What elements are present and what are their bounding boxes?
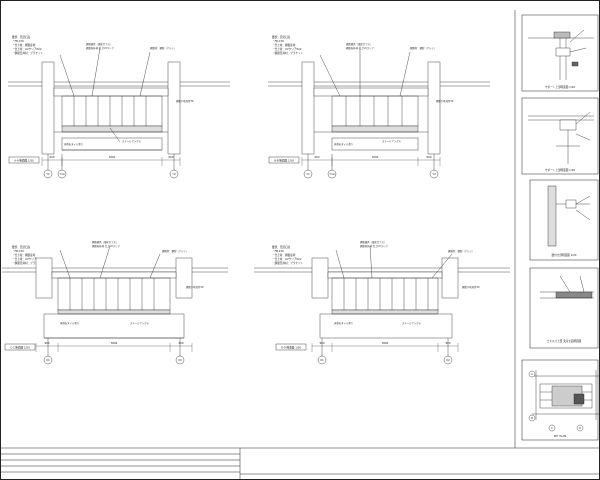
detail-caption: サポート上部断面図 1/20	[545, 85, 575, 89]
detail-panel-4: エキスパ上部 天床立面断面図	[529, 267, 599, 349]
dim-mid: 3600	[382, 341, 389, 345]
note-line: ・仕上材：UVクリアW/2	[12, 47, 42, 51]
leader-label: スチールアングル	[122, 139, 142, 143]
caption-box: B-B'断面図 1/50	[268, 156, 300, 164]
note-line: ・鋼製天井材：ブラケット	[12, 51, 44, 55]
leader-label: スチールアングル	[402, 321, 422, 325]
leader-label: 鋼製建具（強化ガラス）	[360, 240, 386, 244]
detail-caption: サポート上部断面図 1/20	[545, 168, 575, 172]
grid-label: X1	[46, 358, 50, 362]
key-plan: A B C D KEY PLAN	[521, 359, 600, 441]
leader-label: 天然石タイル張り	[60, 321, 79, 325]
key-plan-marker: B	[531, 416, 533, 420]
note-line: ・仕上材：鋼製扉枠	[272, 43, 296, 47]
elevation-caption: D-D'断面図 1/50	[281, 346, 301, 350]
caption-box: D-D'断面図 1/50	[275, 343, 307, 351]
dim-left: 600	[315, 155, 320, 159]
grid-label: X2	[178, 358, 182, 362]
grid-label: Y1a	[329, 172, 334, 176]
grid-label: Y1	[46, 172, 50, 176]
dim-right: 600	[427, 155, 432, 159]
note-line: ・FB-150	[272, 249, 284, 253]
leader-label: 鋼製天井材 仕上UVクリア	[86, 46, 115, 50]
note-line: 腰部：天然石貼	[272, 245, 291, 249]
grid-label: X1	[320, 358, 324, 362]
dim-right: 900	[179, 341, 184, 345]
note-line: ・鋼製天井材：ブラケット	[12, 261, 44, 265]
leader-label: 鋼製下地見付30	[462, 285, 480, 289]
detail-panel-3: 腰付き部断面図 1/20	[529, 179, 599, 261]
elevation-caption: A-A'断面図 1/50	[14, 159, 34, 163]
detail-panel-1: サポート上部断面図 1/20	[521, 14, 599, 92]
leader-label: スチールアングル	[382, 139, 402, 143]
detail-caption: KEY PLAN	[554, 434, 567, 438]
leader-label: 鋼製下地見付30	[436, 99, 454, 103]
dim-left: 600	[50, 155, 55, 159]
note-line: ・仕上材：鋼製扉枠	[272, 253, 296, 257]
detail-caption: エキスパ上部 天床立面断面図	[547, 339, 582, 343]
note-line: ・鋼製天井材：ブラケット	[272, 261, 304, 265]
elevation-caption: B-B'断面図 1/50	[274, 159, 294, 163]
dim-left: 900	[45, 341, 50, 345]
key-plan-marker: D	[579, 426, 581, 430]
leader-label: 鋼製建具（強化ガラス）	[86, 42, 112, 46]
note-line: ・仕上材：鋼製扉枠	[12, 43, 36, 47]
elevation-drawing-2: 腰部：天然石貼 ・FB-150 ・仕上材：鋼製扉枠 ・仕上材：UVクリアW/2 …	[268, 35, 490, 179]
grid-label: Y1	[306, 172, 310, 176]
grid-label: X2	[446, 358, 450, 362]
leader-label: 鋼製建具（強化ガラス）	[92, 240, 118, 244]
leader-label: 天然石タイル張り	[334, 142, 353, 146]
dim-right: 600	[169, 155, 174, 159]
note-line: 腰部：天然石貼	[12, 35, 31, 39]
leader-label: 鋼製建具（強化ガラス）	[346, 42, 372, 46]
leader-label: スチールアングル	[130, 321, 150, 325]
key-plan-marker: C	[551, 426, 553, 430]
elevation-drawing-3: 腰部：天然石貼 ・FB-150 ・仕上材：鋼製扉枠 ・仕上材：UVクリアW/2 …	[2, 240, 228, 365]
leader-label: 鋼製天井材 仕上UVクリア	[92, 244, 121, 248]
leader-label: 天然石タイル張り	[64, 142, 83, 146]
leader-label: 鋼製枠：鋼製（アルミ）	[448, 249, 474, 253]
leader-label: 鋼製枠：鋼製（アルミ）	[410, 46, 436, 50]
caption-box: C-C'断面図 1/50	[4, 343, 36, 351]
note-line: ・仕上材：鋼製扉枠	[12, 253, 36, 257]
leader-label: 鋼製天井材 仕上UVクリア	[360, 244, 389, 248]
note-line: ・仕上材：UVクリアW/2	[12, 257, 42, 261]
key-plan-marker: A	[531, 372, 533, 376]
leader-label: 鋼製天井材 仕上UVクリア	[346, 46, 375, 50]
dim-mid: 3000	[372, 155, 379, 159]
dim-mid: 3000	[109, 155, 116, 159]
note-line: 腰部：天然石貼	[12, 245, 31, 249]
grid-label: Y2	[172, 172, 176, 176]
elevation-drawing-1: 腰部：天然石貼 ・FB-150 ・仕上材：鋼製扉枠 ・仕上材：UVクリアW/2 …	[8, 35, 230, 179]
note-line: ・FB-150	[272, 39, 284, 43]
leader-label: 鋼製枠：鋼製（アルミ）	[150, 46, 176, 50]
leader-label: 天然石タイル張り	[334, 321, 353, 325]
caption-box: A-A'断面図 1/50	[8, 156, 40, 164]
leader-label: 鋼製下地見付30	[176, 99, 194, 103]
grid-label: Y1a	[59, 172, 64, 176]
grid-label: Y2	[432, 172, 436, 176]
leader-label: 鋼製枠：鋼製（アルミ）	[162, 249, 188, 253]
elevation-drawing-4: 腰部：天然石貼 ・FB-150 ・仕上材：鋼製扉枠 ・仕上材：UVクリアW/2 …	[254, 240, 510, 365]
detail-panel-2: サポート上部断面図 1/20	[521, 97, 599, 175]
note-line: ・仕上材：UVクリアW/2	[272, 257, 302, 261]
note-line: 腰部：天然石貼	[272, 35, 291, 39]
dim-mid: 3600	[111, 341, 118, 345]
note-line: ・FB-150	[12, 39, 24, 43]
leader-label: 鋼製下地見付30	[186, 285, 204, 289]
elevation-caption: C-C'断面図 1/50	[10, 346, 30, 350]
detail-caption: 腰付き部断面図 1/20	[552, 253, 577, 257]
elevation-notes: 腰部：天然石貼 ・FB-150 ・仕上材：鋼製扉枠 ・仕上材：UVクリアW/2 …	[12, 35, 44, 55]
note-line: ・FB-150	[12, 249, 24, 253]
title-block	[0, 447, 600, 480]
note-line: ・仕上材：UVクリアW/2	[272, 47, 302, 51]
note-line: ・鋼製天井材：ブラケット	[272, 51, 304, 55]
